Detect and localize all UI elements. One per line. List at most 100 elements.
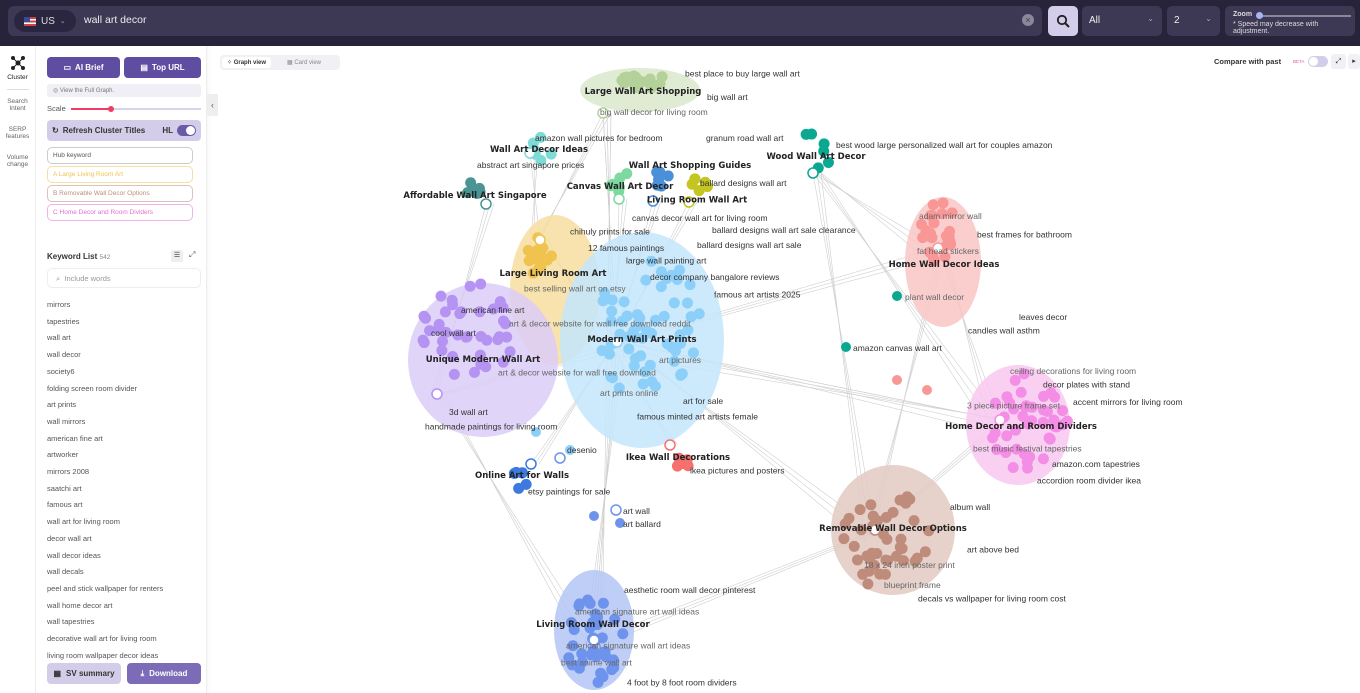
cluster-chip[interactable]: A Large Living Room Art	[47, 166, 193, 183]
cluster-home-wall-decor-ideas[interactable]	[905, 197, 981, 327]
keyword-node[interactable]	[839, 518, 851, 530]
keyword-node[interactable]	[1037, 416, 1049, 428]
keyword-node[interactable]	[1026, 401, 1038, 413]
keyword-node[interactable]	[1001, 391, 1013, 403]
keyword-list-item[interactable]: peel and stick wallpaper for renters	[47, 583, 164, 593]
keyword-node[interactable]	[448, 368, 460, 380]
keyword-node[interactable]	[417, 334, 429, 346]
cluster-home-decor-and-room-dividers[interactable]	[966, 365, 1073, 485]
keyword-list-item[interactable]: wall decor ideas	[47, 550, 101, 560]
cluster-title[interactable]: Unique Modern Wall Art	[426, 355, 541, 365]
keyword-node[interactable]	[1010, 424, 1022, 436]
keyword-node[interactable]	[513, 482, 525, 494]
refresh-cluster-titles-button[interactable]: ↻Refresh Cluster Titles HL	[47, 120, 201, 141]
keyword-node[interactable]	[923, 525, 935, 537]
keyword-node[interactable]	[568, 623, 580, 635]
keyword-list-item[interactable]: mirrors	[47, 300, 71, 309]
keyword-list-item[interactable]: saatchi art	[47, 483, 82, 493]
keyword-node[interactable]	[644, 359, 656, 371]
keyword-node[interactable]	[597, 597, 609, 609]
keyword-node[interactable]	[590, 650, 602, 662]
keyword-list-item[interactable]: decor wall art	[47, 533, 92, 543]
keyword-node[interactable]	[904, 493, 916, 505]
keyword-node[interactable]	[645, 327, 657, 339]
keyword-node[interactable]	[1015, 386, 1027, 398]
keyword-node[interactable]	[474, 306, 486, 318]
keyword-node[interactable]	[674, 456, 686, 468]
keyword-node[interactable]	[880, 511, 892, 523]
keyword-node[interactable]	[668, 355, 680, 367]
hub-node[interactable]	[597, 107, 609, 119]
cluster-title[interactable]: Living Room Wall Decor	[536, 620, 650, 630]
keyword-node[interactable]	[895, 533, 907, 545]
hub-node[interactable]	[525, 458, 537, 470]
keyword-node[interactable]	[946, 207, 958, 219]
cluster-canvas-wall-art-decor[interactable]	[605, 168, 633, 205]
keyword-node[interactable]	[682, 460, 694, 472]
cluster-wall-art-shopping-guides[interactable]	[683, 173, 713, 208]
tab-graph-view[interactable]: ⁘ Graph view	[222, 57, 272, 68]
keyword-node[interactable]	[655, 180, 667, 192]
keyword-node[interactable]	[1045, 387, 1057, 399]
keyword-node[interactable]	[533, 262, 545, 274]
keyword-node[interactable]	[880, 554, 892, 566]
search-bar[interactable]: US ⌄ wall art decor ×	[8, 6, 1042, 36]
cluster-ikea-wall-decorations[interactable]	[664, 439, 694, 472]
keyword-node[interactable]	[693, 308, 705, 320]
keyword-node[interactable]	[865, 499, 877, 511]
keyword-node[interactable]	[682, 324, 694, 336]
keyword-list-item[interactable]: wall art for living room	[47, 517, 120, 527]
keyword-node[interactable]	[480, 361, 492, 373]
keyword-node[interactable]	[818, 145, 830, 157]
keyword-node[interactable]	[989, 397, 1001, 409]
keyword-list-item[interactable]: artworker	[47, 450, 79, 460]
clear-search-icon[interactable]: ×	[1022, 14, 1034, 26]
keyword-node[interactable]	[655, 281, 667, 293]
keyword-node[interactable]	[892, 291, 902, 301]
keyword-list-item[interactable]: wall tapestries	[47, 617, 95, 627]
keyword-node[interactable]	[455, 306, 467, 318]
keyword-node[interactable]	[576, 656, 588, 668]
play-button[interactable]: ▸	[1348, 54, 1360, 69]
keyword-node[interactable]	[563, 652, 575, 664]
keyword-node[interactable]	[894, 541, 906, 553]
keyword-node[interactable]	[838, 533, 850, 545]
hub-node[interactable]	[613, 193, 625, 205]
keyword-node[interactable]	[1017, 410, 1029, 422]
keyword-node[interactable]	[1008, 403, 1020, 415]
keyword-list-item[interactable]: living room wallpaper decor ideas	[47, 650, 159, 660]
keyword-node[interactable]	[1026, 415, 1038, 427]
keyword-node[interactable]	[848, 540, 860, 552]
keyword-list-item[interactable]: wall art	[47, 333, 71, 343]
keyword-node[interactable]	[613, 382, 625, 394]
keyword-node[interactable]	[447, 299, 459, 311]
keyword-node[interactable]	[661, 272, 673, 284]
keyword-node[interactable]	[1037, 453, 1049, 465]
view-full-graph-link[interactable]: ◎ View the Full Graph.	[47, 84, 201, 97]
cluster-title[interactable]: Home Wall Decor Ideas	[889, 260, 1000, 270]
keyword-node[interactable]	[440, 326, 452, 338]
keyword-node[interactable]	[939, 251, 951, 263]
keyword-node[interactable]	[881, 533, 893, 545]
keyword-node[interactable]	[1018, 448, 1030, 460]
keyword-node[interactable]	[822, 156, 834, 168]
cluster-chip[interactable]: C Home Decor and Room Dividers	[47, 204, 193, 221]
keyword-node[interactable]	[576, 648, 588, 660]
keyword-node[interactable]	[1056, 405, 1068, 417]
keyword-node[interactable]	[595, 667, 607, 679]
keyword-node[interactable]	[701, 181, 713, 193]
rail-item-cluster[interactable]: Cluster	[0, 56, 35, 81]
keyword-node[interactable]	[1041, 405, 1053, 417]
keyword-node[interactable]	[634, 312, 646, 324]
keyword-node[interactable]	[687, 347, 699, 359]
keyword-list-item[interactable]: mirrors 2008	[47, 467, 90, 476]
keyword-node[interactable]	[1018, 368, 1030, 380]
cluster-title[interactable]: Canvas Wall Art Decor	[567, 182, 674, 192]
keyword-node[interactable]	[855, 524, 867, 536]
fullscreen-button[interactable]: ⤢	[1331, 54, 1346, 69]
cluster-title[interactable]: Online Art for Walls	[475, 471, 569, 481]
cluster-title[interactable]: Home Decor and Room Dividers	[945, 422, 1097, 432]
keyword-node[interactable]	[436, 344, 448, 356]
cluster-online-art-for-walls[interactable]	[508, 458, 537, 494]
keyword-node[interactable]	[1051, 421, 1063, 433]
